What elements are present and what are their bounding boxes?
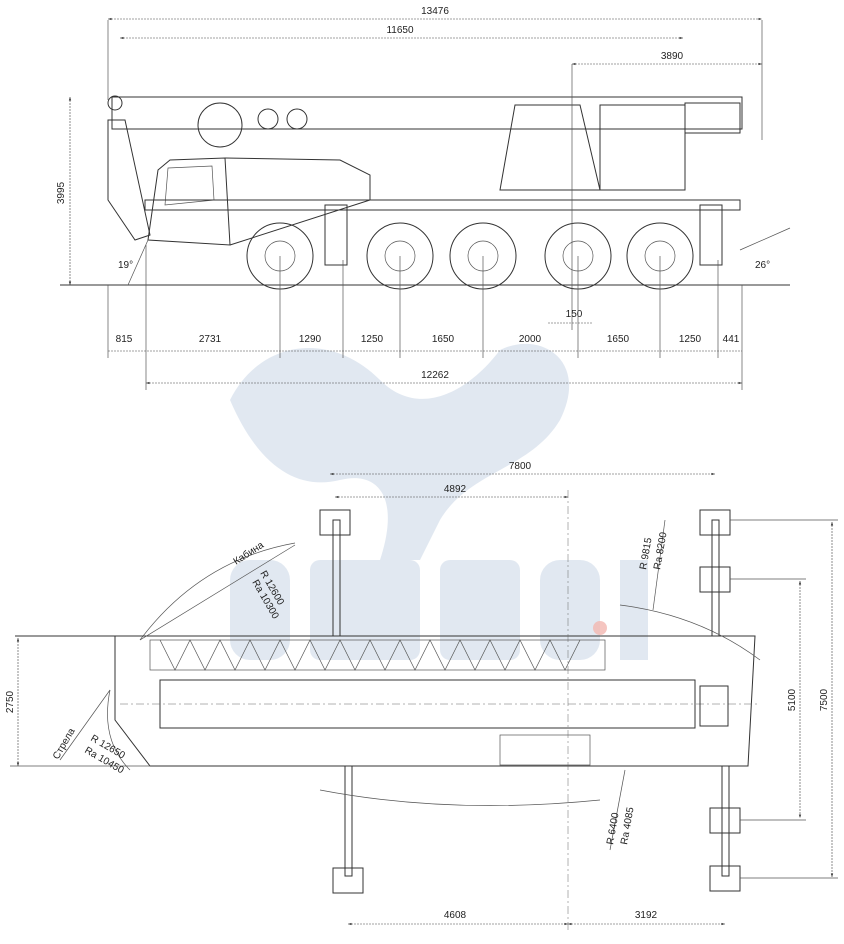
dim-rear-overhang: 3890 [661, 51, 684, 62]
carrier-outline [114, 635, 756, 767]
axle-spacing-dimensions: 815 2731 1290 1250 1650 2000 1650 1250 4… [107, 245, 743, 390]
dim-outrigger-width-full: 7500 [819, 688, 830, 711]
dim-axle-0: 815 [116, 334, 133, 345]
label-boom: Стрела [51, 726, 78, 761]
dim-offset: 150 [566, 309, 583, 320]
approach-angle: 19° [118, 260, 133, 271]
dim-axle-6: 1650 [607, 334, 630, 345]
dim-axle-8: 441 [723, 334, 740, 345]
dim-boom-length: 11650 [386, 25, 414, 36]
watermark-logo [230, 343, 648, 660]
side-view: 13476 11650 3890 3995 19° 26° 150 815 27… [56, 6, 791, 390]
dim-axle-1: 2731 [199, 334, 222, 345]
dim-axle-5: 2000 [519, 334, 542, 345]
dim-axle-2: 1290 [299, 334, 322, 345]
dim-axle-3: 1250 [361, 334, 384, 345]
dim-overall-length: 13476 [421, 6, 449, 17]
wheels [246, 222, 694, 290]
dim-width: 2750 [5, 690, 16, 713]
dim-height: 3995 [56, 181, 67, 204]
dim-axle-7: 1250 [679, 334, 702, 345]
boom [111, 96, 743, 130]
dim-front-to-center: 4892 [444, 484, 467, 495]
dim-chassis-length: 12262 [421, 370, 449, 381]
counterweight-radius-a: Ra 4085 [619, 806, 636, 846]
dim-center-to-rear: 3192 [635, 910, 658, 921]
dim-outrigger-width-partial: 5100 [787, 688, 798, 711]
dim-axle-4: 1650 [432, 334, 455, 345]
departure-angle: 26° [755, 260, 770, 271]
dim-outrigger-span: 7800 [509, 461, 532, 472]
outriggers [319, 509, 741, 894]
dim-rear-front-to-center: 4608 [444, 910, 467, 921]
rear-radius-a: Ra 8200 [652, 531, 669, 571]
operator-cab [499, 104, 601, 191]
driver-cab [147, 157, 231, 246]
